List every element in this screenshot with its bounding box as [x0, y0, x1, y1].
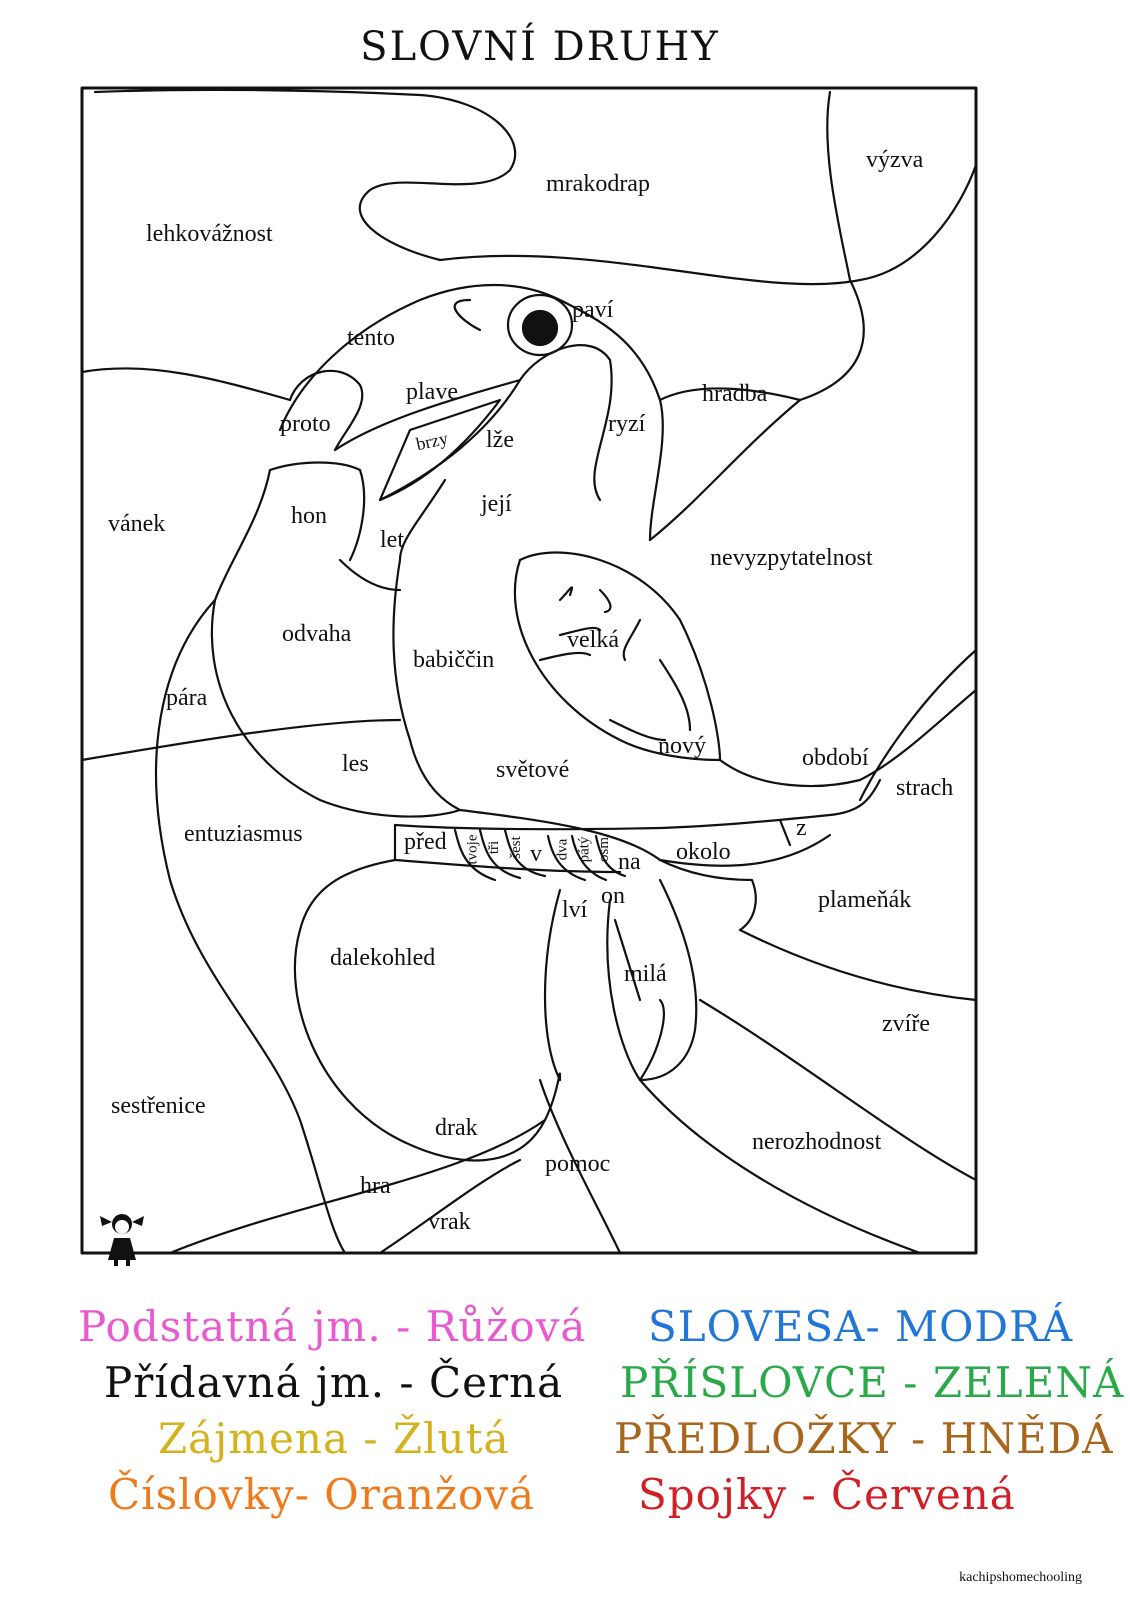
word-plamenak: plameňák [818, 887, 912, 913]
word-sestrenice: sestřenice [111, 1093, 206, 1119]
word-velka: velká [567, 627, 619, 653]
word-okolo: okolo [676, 839, 731, 865]
legend-slovesa: slovesa- modrá [648, 1302, 1074, 1351]
word-jeji: její [481, 491, 512, 517]
word-entuziasmus: entuziasmus [184, 821, 303, 847]
legend-cislovky: Číslovky- Oranžová [108, 1470, 536, 1519]
legend-zajmena: Zájmena - Žlutá [158, 1414, 510, 1463]
word-tento: tento [347, 325, 395, 351]
word-proto: proto [280, 411, 331, 437]
word-plave: plave [406, 379, 458, 405]
legend-spojky: Spojky - Červená [638, 1470, 1016, 1519]
word-ryzi: ryzí [608, 411, 646, 437]
word-mrakodrap: mrakodrap [546, 171, 650, 197]
word-vanek: vánek [108, 511, 166, 537]
word-odvaha: odvaha [282, 621, 352, 647]
legend-prislovce: příslovce - Zelená [620, 1358, 1125, 1407]
word-vyzva: výzva [866, 147, 924, 173]
word-sest: šest [507, 836, 524, 859]
credit-text: kachipshomechooling [959, 1570, 1082, 1585]
word-nevyzpytatelnost: nevyzpytatelnost [710, 545, 873, 571]
word-lvi: lví [562, 897, 588, 923]
word-para: pára [166, 685, 208, 711]
word-novy: nový [658, 733, 706, 759]
word-les: les [342, 751, 369, 777]
word-let: let [380, 527, 404, 553]
girl-mascot-icon [100, 1214, 144, 1266]
word-pred: před [404, 829, 447, 855]
word-hon: hon [291, 503, 327, 529]
word-tri: tři [486, 840, 503, 855]
word-dalekohled: dalekohled [330, 945, 436, 971]
legend-predlozky: předložky - hnědá [614, 1414, 1114, 1463]
word-osm: osm [596, 836, 613, 863]
word-hradba: hradba [702, 381, 768, 407]
word-lze: lže [486, 427, 514, 453]
word-dva: dva [554, 838, 571, 861]
word-nerozhodnost: nerozhodnost [752, 1129, 882, 1155]
word-pavi: paví [572, 297, 614, 323]
word-tvoje: tvoje [464, 834, 481, 865]
word-obdobi: období [802, 745, 869, 771]
word-mila: milá [624, 961, 667, 987]
word-zvire: zvíře [882, 1011, 930, 1037]
word-drak: drak [435, 1115, 478, 1141]
word-svetove: světové [496, 757, 570, 783]
page-title: SLOVNÍ DRUHY [360, 24, 720, 70]
legend-pridavna: Přídavná jm. - Černá [104, 1358, 564, 1407]
word-strach: strach [896, 775, 954, 801]
word-babiccin: babiččin [413, 647, 495, 673]
word-on: on [601, 883, 625, 909]
legend-podstatna: Podstatná jm. - Růžová [78, 1302, 587, 1351]
word-pomoc: pomoc [545, 1151, 611, 1177]
word-lehkovaznost: lehkovážnost [146, 221, 273, 247]
word-z: z [796, 815, 807, 841]
word-na: na [618, 849, 641, 875]
word-v: v [530, 841, 542, 867]
word-vrak: vrak [428, 1209, 471, 1235]
word-hra: hra [360, 1173, 391, 1199]
word-paty: pátý [576, 836, 593, 863]
